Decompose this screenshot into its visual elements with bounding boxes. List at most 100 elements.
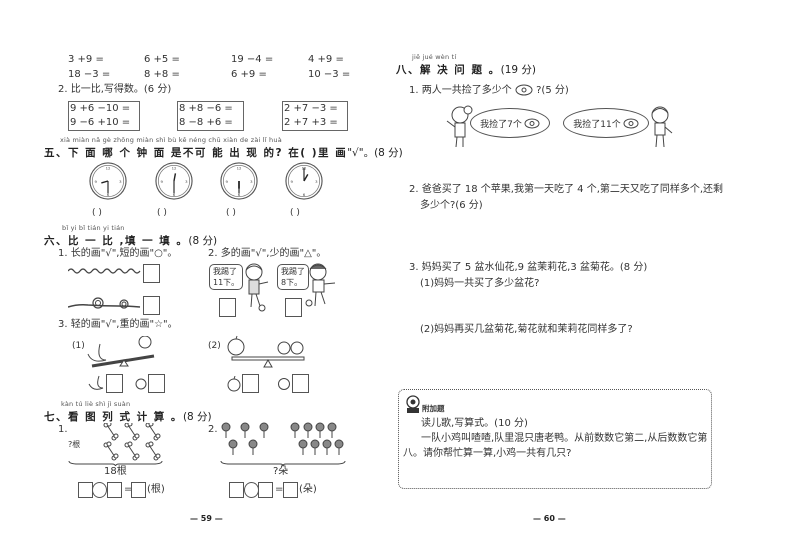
q1-text: 1. 两人一共捡了多少个 ?(5 分) xyxy=(409,84,569,96)
page-number: — 60 — xyxy=(533,514,566,523)
answer-box[interactable] xyxy=(143,264,160,283)
answer-box[interactable] xyxy=(229,482,244,498)
svg-text:3: 3 xyxy=(119,179,122,184)
compare-box: 9 +6 −10 = 9 −6 +10 = xyxy=(68,101,140,131)
svg-text:12: 12 xyxy=(237,166,242,171)
seesaw-banana-strawberry-icon xyxy=(87,336,155,368)
section6-title: 六、比 一 比 ,填 一 填 。(8 分) xyxy=(44,235,218,247)
answer-box[interactable] xyxy=(242,374,259,393)
bonus-box xyxy=(398,389,712,489)
svg-text:6: 6 xyxy=(238,192,241,197)
banana-icon xyxy=(88,375,104,390)
svg-text:9: 9 xyxy=(225,179,228,184)
brace-icon xyxy=(68,460,163,466)
answer-box[interactable] xyxy=(131,482,146,498)
svg-text:6: 6 xyxy=(173,192,176,197)
arith-item: 6 +9 = xyxy=(231,69,267,80)
flowers-icon xyxy=(221,422,344,455)
answer-box[interactable] xyxy=(78,482,93,498)
q2-text: 2. 多的画"√",少的画"△"。 xyxy=(208,248,327,259)
equals-sign: = xyxy=(275,484,284,495)
svg-text:6: 6 xyxy=(303,192,306,197)
rope-icon xyxy=(68,268,141,274)
answer-box[interactable] xyxy=(285,298,302,317)
p2-total: ?朵 xyxy=(273,466,289,477)
svg-text:9: 9 xyxy=(160,179,163,184)
p1-total: 18根 xyxy=(104,466,127,477)
answer-box[interactable] xyxy=(107,482,122,498)
answer-box[interactable] xyxy=(143,296,160,315)
p2-unit: (朵) xyxy=(299,484,317,495)
boy-kicking-icon xyxy=(305,263,336,307)
answer-box[interactable] xyxy=(148,374,165,393)
page-number: — 59 — xyxy=(190,514,223,523)
svg-text:3: 3 xyxy=(250,179,253,184)
q3-sub2: (2)妈妈再买几盆菊花,菊花就和茉莉花同样多了? xyxy=(420,324,633,335)
compare-box: 8 +8 −6 = 8 −8 +6 = xyxy=(177,101,244,131)
boy-icon xyxy=(651,106,673,148)
arith-item: 3 +9 = xyxy=(68,54,104,65)
pinyin: jiě jué wèn tí xyxy=(412,53,457,61)
girl-kicking-icon xyxy=(245,263,269,312)
q3-text: 3. 妈妈买了 5 盆水仙花,9 盆茉莉花,3 盆菊花。(8 分) xyxy=(409,262,648,273)
p1-unknown: ?根 xyxy=(68,440,81,449)
q1-text: 1. 长的画"√",短的画"○"。 xyxy=(58,248,178,259)
speech-bubble: 我捡了7个 xyxy=(470,108,550,138)
shell-icon xyxy=(515,84,533,96)
svg-text:9: 9 xyxy=(94,179,97,184)
answer-paren[interactable]: ( ) xyxy=(226,208,236,218)
girl-icon xyxy=(446,105,473,148)
equals-sign: = xyxy=(124,484,133,495)
q3-sub1: (1)妈妈一共买了多少盆花? xyxy=(420,278,540,289)
clock-icon: 12 3 6 9 xyxy=(155,162,193,200)
speech-bubble: 我捡了11个 xyxy=(563,108,649,138)
answer-box[interactable] xyxy=(258,482,273,498)
q2-title: 2. 比一比,写得数。(6 分) xyxy=(58,84,172,95)
shell-icon xyxy=(524,118,540,128)
svg-text:3: 3 xyxy=(315,179,318,184)
svg-text:12: 12 xyxy=(106,166,111,171)
robot-mascot-icon xyxy=(406,395,420,413)
arith-item: 6 +5 = xyxy=(144,54,180,65)
answer-paren[interactable]: ( ) xyxy=(290,208,300,218)
brace-icon xyxy=(220,460,346,466)
bonus-badge: 附加题 xyxy=(422,404,445,413)
arith-item: 4 +9 = xyxy=(308,54,344,65)
answer-box[interactable] xyxy=(292,374,309,393)
pinyin: bǐ yi bǐ tián yi tián xyxy=(62,224,125,232)
operator-circle[interactable] xyxy=(244,482,259,498)
q3-label: (1) xyxy=(72,341,85,351)
q2-text: 多少个?(6 分) xyxy=(420,200,483,211)
section5-title: 五、下 面 哪 个 钟 面 是不可 能 出 现 的? 在( )里 画"√"。(8… xyxy=(44,147,403,159)
answer-paren[interactable]: ( ) xyxy=(157,208,167,218)
speech-bubble: 我踢了 8下。 xyxy=(277,264,309,290)
operator-circle[interactable] xyxy=(92,482,107,498)
section8-title: 八、解 决 问 题 。(19 分) xyxy=(396,64,537,76)
arith-item: 8 +8 = xyxy=(144,69,180,80)
pinyin: xià miàn nǎ gè zhōng miàn shì bù kě néng… xyxy=(60,136,282,144)
pinyin: kàn tú liè shì jì suàn xyxy=(61,400,131,408)
apple-icon xyxy=(227,376,241,392)
answer-box[interactable] xyxy=(106,374,123,393)
shell-icon xyxy=(623,118,639,128)
strawberry-icon xyxy=(135,378,147,390)
coiled-rope-icon xyxy=(68,297,141,309)
answer-box[interactable] xyxy=(219,298,236,317)
p1-unit: (根) xyxy=(147,484,165,495)
q2-text: 2. 爸爸买了 18 个苹果,我第一天吃了 4 个,第二天又吃了同样多个,还剩 xyxy=(409,184,724,195)
answer-box[interactable] xyxy=(283,482,298,498)
clock-icon: 12 3 6 9 xyxy=(89,162,127,200)
arith-item: 10 −3 = xyxy=(308,69,351,80)
bonus-line: 读儿歌,写算式。(10 分) xyxy=(421,418,528,429)
clock-icon: 12 3 6 9 xyxy=(220,162,258,200)
seesaw-apple-oranges-icon xyxy=(227,335,305,368)
bonus-line: 一队小鸡叫喳喳,队里混只唐老鸭。从前数数它第二,从后数数它第 xyxy=(421,433,708,444)
arith-item: 18 −3 = xyxy=(68,69,111,80)
compare-box: 2 +7 −3 = 2 +7 +3 = xyxy=(282,101,348,131)
answer-paren[interactable]: ( ) xyxy=(92,208,102,218)
svg-text:12: 12 xyxy=(172,166,177,171)
q3-label: (2) xyxy=(208,341,221,351)
p2-label: 2. xyxy=(208,424,218,435)
svg-text:3: 3 xyxy=(185,179,188,184)
bones-icon xyxy=(103,423,161,461)
